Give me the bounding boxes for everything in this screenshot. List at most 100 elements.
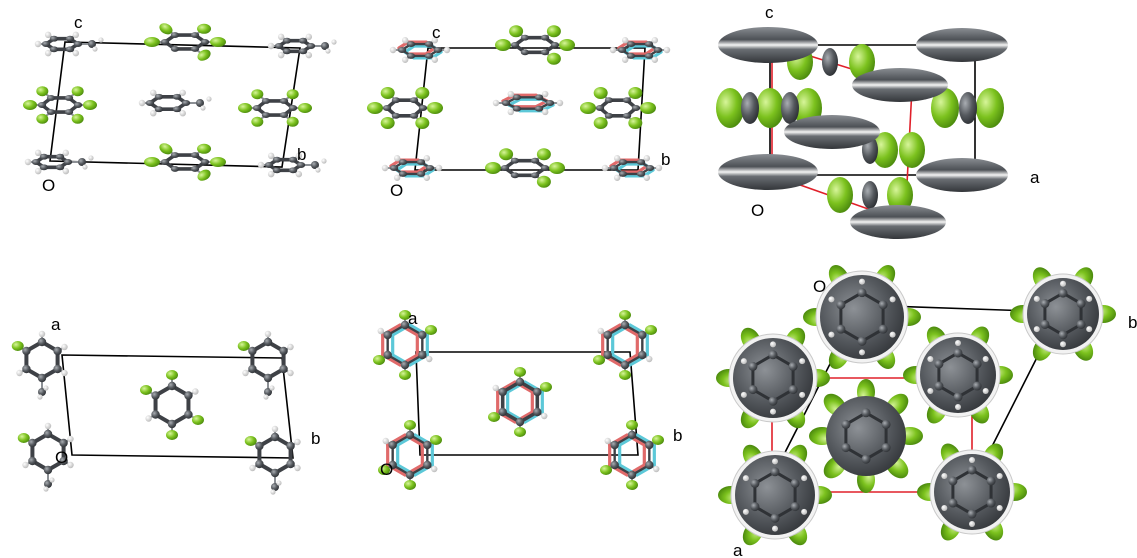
fluorine-atom (580, 102, 596, 114)
molecule (593, 310, 657, 380)
bl-label-origin: O (55, 448, 68, 467)
fluorine-atom (71, 86, 84, 97)
hydrogen-atom (556, 99, 564, 107)
hydrogen-atom (82, 164, 88, 170)
carbon-atom (272, 167, 282, 174)
fluorine-atom (378, 465, 391, 475)
methyl-carbon (78, 158, 86, 166)
carbon-atom (644, 41, 654, 48)
carbon-atom (73, 41, 83, 47)
molecule (378, 420, 442, 490)
molecule-column (917, 443, 1027, 541)
fluorine-atom (415, 87, 430, 100)
hydrogen-atom (264, 330, 272, 338)
hydrogen-atom (381, 164, 389, 172)
hydrogen-atom (597, 327, 604, 335)
molecule-column (718, 444, 832, 546)
carbon-atom (878, 324, 888, 334)
carbon-atom (512, 94, 522, 101)
carbon-atom (170, 152, 180, 159)
molecule (373, 310, 437, 380)
hydrogen-atom (955, 403, 961, 410)
carbon-atom (28, 438, 37, 448)
hydrogen-atom (740, 391, 747, 398)
carbon-atom (533, 407, 542, 417)
carbon-atom (836, 324, 846, 334)
carbon-atom (190, 32, 200, 39)
carbon-atom (644, 52, 654, 59)
tm-label-b: b (661, 150, 670, 169)
carbon-atom (65, 35, 75, 42)
carbon-atom (520, 49, 530, 56)
carbon-atom (618, 159, 628, 166)
molecule (492, 90, 564, 116)
carbon-atom (972, 359, 982, 369)
carbon-atom (610, 440, 619, 450)
carbon-atom (534, 105, 544, 112)
fluorine-atom (495, 39, 511, 51)
molecule-ellipsoid (784, 115, 880, 149)
carbon-atom (934, 381, 944, 391)
carbon-atom (39, 153, 49, 160)
hydrogen-atom (294, 438, 301, 446)
carbon-atom (967, 509, 977, 519)
carbon-atom (279, 346, 288, 356)
hydrogen-atom (150, 110, 157, 117)
carbon-atom (49, 35, 59, 42)
carbon-atom (622, 97, 632, 104)
carbon-atom (151, 391, 160, 400)
carbon-atom (748, 361, 758, 371)
carbon-atom (64, 109, 74, 115)
fluorine-atom (499, 148, 514, 161)
hydrogen-atom (277, 51, 285, 59)
hydrogen-atom (801, 508, 808, 515)
carbon-atom (28, 456, 37, 466)
fluorine-atom (238, 103, 252, 113)
fluorine-atom (399, 370, 411, 380)
tm-label-origin: O (390, 181, 403, 200)
carbon-atom (433, 47, 443, 53)
carbon-atom (626, 52, 636, 59)
unit-cell (61, 354, 294, 459)
hydrogen-atom (67, 435, 74, 443)
fluorine-atom (23, 100, 37, 110)
hydrogen-atom (651, 56, 659, 63)
hydrogen-atom (294, 464, 301, 472)
carbon-atom (270, 432, 280, 442)
carbon-atom (170, 32, 180, 39)
carbon-atom (298, 37, 308, 44)
carbon-atom (279, 364, 288, 374)
molecule-ellipsoid (718, 154, 818, 190)
carbon-atom (534, 94, 544, 101)
hydrogen-atom (43, 486, 49, 492)
br-label-b: b (1128, 313, 1137, 332)
fluorine-atom (619, 310, 631, 320)
carbon-atom (841, 419, 851, 429)
carbon-atom (154, 106, 164, 113)
carbon-atom (397, 47, 407, 53)
bl-label-b: b (311, 429, 320, 448)
carbon-atom (400, 360, 410, 370)
carbon-atom (296, 162, 306, 168)
molecule (237, 330, 294, 400)
hydrogen-atom (643, 174, 651, 181)
carbon-atom (279, 112, 289, 118)
carbon-atom (55, 164, 65, 171)
carbon-atom (861, 408, 871, 418)
fluorine-atom (11, 341, 24, 351)
molecule (495, 25, 575, 65)
carbon-atom (768, 350, 778, 360)
hydrogen-atom (663, 46, 671, 54)
carbon-atom (540, 34, 550, 41)
carbon-atom (418, 350, 427, 360)
disorder-bond (424, 46, 437, 56)
hydrogen-atom (179, 89, 186, 96)
carbon-atom (409, 112, 419, 119)
carbon-atom (22, 364, 31, 374)
carbon-atom (1040, 319, 1050, 329)
carbon-ellipsoid-stack (733, 338, 813, 418)
hydrogen-atom (507, 108, 514, 116)
carbon-atom (770, 467, 780, 477)
hydrogen-atom (801, 475, 808, 482)
carbon-atom (288, 167, 298, 174)
